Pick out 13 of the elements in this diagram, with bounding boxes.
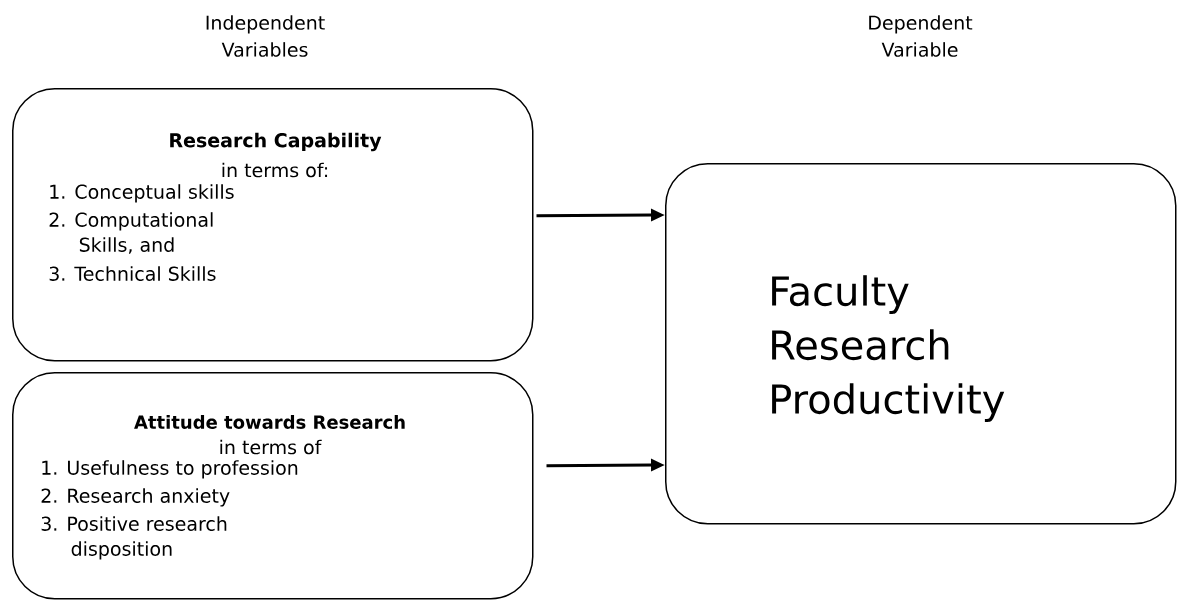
box-text: in terms of: [222, 162, 328, 178]
list-item: 3. Technical Skills [49, 266, 216, 281]
list-item: 1. Conceptual skills [50, 184, 234, 203]
box-heading: Attitude towards Research [134, 415, 405, 429]
box-heading: Research Capability [170, 132, 382, 152]
column-heading: Dependent Variable [869, 15, 973, 57]
list-item: 3. Positive research disposition [41, 516, 227, 560]
list-item: 2. Research anxiety [41, 488, 230, 507]
box-text: in terms of [220, 439, 322, 455]
box-text: Faculty Research Productivity [772, 275, 1005, 422]
list-item: 2. Computational Skills, and [49, 212, 213, 254]
list-item: 1. Usefulness to profession [42, 460, 298, 479]
column-heading: Independent Variables [206, 15, 325, 57]
